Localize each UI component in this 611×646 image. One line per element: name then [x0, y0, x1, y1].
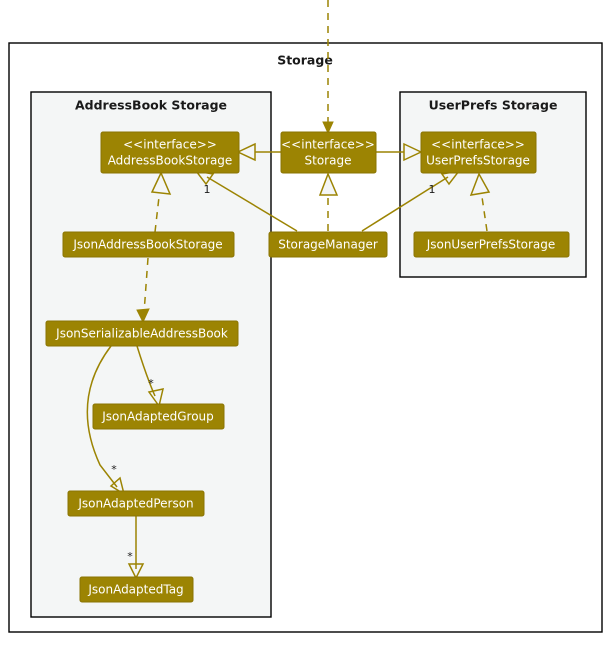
class-addressbookstorage[interactable]: <<interface>> AddressBookStorage	[100, 131, 240, 174]
arrowhead-jsonaddressbookstorage-dep	[136, 308, 150, 324]
multiplicity-jsonadaptedtag: *	[127, 550, 133, 563]
class-storagemanager-name: StorageManager	[278, 238, 378, 252]
class-jsonadaptedgroup-box[interactable]	[92, 403, 225, 430]
class-jsonserializableaddressbook-name: JsonSerializableAddressBook	[55, 327, 228, 341]
class-jsonserializableaddressbook-box[interactable]	[45, 320, 239, 347]
class-addressbookstorage-stereotype: <<interface>>	[123, 138, 217, 152]
class-addressbookstorage-box[interactable]	[100, 131, 240, 174]
class-jsonadaptedperson[interactable]: JsonAdaptedPerson	[67, 490, 205, 517]
class-storage[interactable]: <<interface>> Storage	[280, 131, 377, 174]
class-jsonadaptedperson-name: JsonAdaptedPerson	[77, 497, 193, 511]
class-jsonserializableaddressbook[interactable]: JsonSerializableAddressBook	[45, 320, 239, 347]
class-storagemanager[interactable]: StorageManager	[268, 231, 388, 258]
class-jsonadaptedtag-name: JsonAdaptedTag	[87, 583, 183, 597]
edge-storagemanager-to-userprefsstorage-assoc	[361, 176, 449, 232]
class-jsonadaptedtag[interactable]: JsonAdaptedTag	[79, 576, 194, 603]
arrowhead-jsonadaptedperson-tag	[127, 563, 145, 580]
class-storagemanager-box[interactable]	[268, 231, 388, 258]
class-storage-name: Storage	[305, 154, 352, 168]
class-storage-box[interactable]	[280, 131, 377, 174]
class-jsonadaptedtag-box[interactable]	[79, 576, 194, 603]
arrowhead-external-to-storage	[322, 121, 334, 135]
edge-jsonserializable-to-jsonadaptedperson	[86, 345, 118, 488]
class-userprefsstorage[interactable]: <<interface>> UserPrefsStorage	[420, 131, 537, 174]
multiplicity-userprefsstorage: 1	[429, 183, 436, 196]
multiplicity-jsonadaptedperson: *	[111, 463, 117, 476]
multiplicity-addressbookstorage: 1	[204, 183, 211, 196]
class-jsonaddressbookstorage-box[interactable]	[62, 231, 235, 258]
edge-jsonserializable-to-jsonadaptedgroup	[136, 345, 156, 397]
arrowhead-jsonaddressbookstorage-realization	[150, 171, 172, 195]
class-jsonadaptedperson-box[interactable]	[67, 490, 205, 517]
package-userprefs-storage-label: UserPrefs Storage	[429, 98, 558, 113]
class-userprefsstorage-stereotype: <<interface>>	[431, 138, 525, 152]
class-storage-stereotype: <<interface>>	[281, 138, 375, 152]
class-jsonadaptedgroup-name: JsonAdaptedGroup	[101, 410, 214, 424]
arrowhead-storagemanager-realization	[318, 172, 339, 196]
edge-jsonuserprefsstorage-to-userprefsstorage	[481, 196, 488, 232]
class-userprefsstorage-name: UserPrefsStorage	[426, 154, 530, 168]
class-jsonuserprefsstorage-box[interactable]	[413, 231, 570, 258]
multiplicity-jsonadaptedgroup: *	[148, 377, 154, 390]
arrowhead-jsonserializable-person	[109, 476, 126, 496]
edge-storagemanager-to-addressbookstorage-assoc	[206, 176, 298, 232]
class-jsonaddressbookstorage[interactable]: JsonAddressBookStorage	[62, 231, 235, 258]
class-jsonadaptedgroup[interactable]: JsonAdaptedGroup	[92, 403, 225, 430]
class-jsonuserprefsstorage-name: JsonUserPrefsStorage	[426, 238, 556, 252]
package-storage-label: Storage	[277, 53, 333, 68]
package-addressbook-storage-label: AddressBook Storage	[75, 98, 227, 113]
class-userprefsstorage-box[interactable]	[420, 131, 537, 174]
package-addressbook-storage	[30, 91, 272, 618]
class-addressbookstorage-name: AddressBookStorage	[108, 154, 233, 168]
arrowhead-storage-to-addressbookstorage	[236, 142, 256, 162]
edge-jsonaddressbookstorage-to-addressbookstorage	[154, 196, 160, 233]
arrowhead-jsonuserprefsstorage-realization	[469, 172, 491, 196]
arrowhead-jsonserializable-group	[147, 388, 165, 408]
arrowhead-storage-to-userprefsstorage	[403, 142, 423, 162]
class-jsonuserprefsstorage[interactable]: JsonUserPrefsStorage	[413, 231, 570, 258]
class-jsonaddressbookstorage-name: JsonAddressBookStorage	[72, 238, 222, 252]
edge-jsonaddressbookstorage-to-jsonserializable	[143, 257, 149, 314]
